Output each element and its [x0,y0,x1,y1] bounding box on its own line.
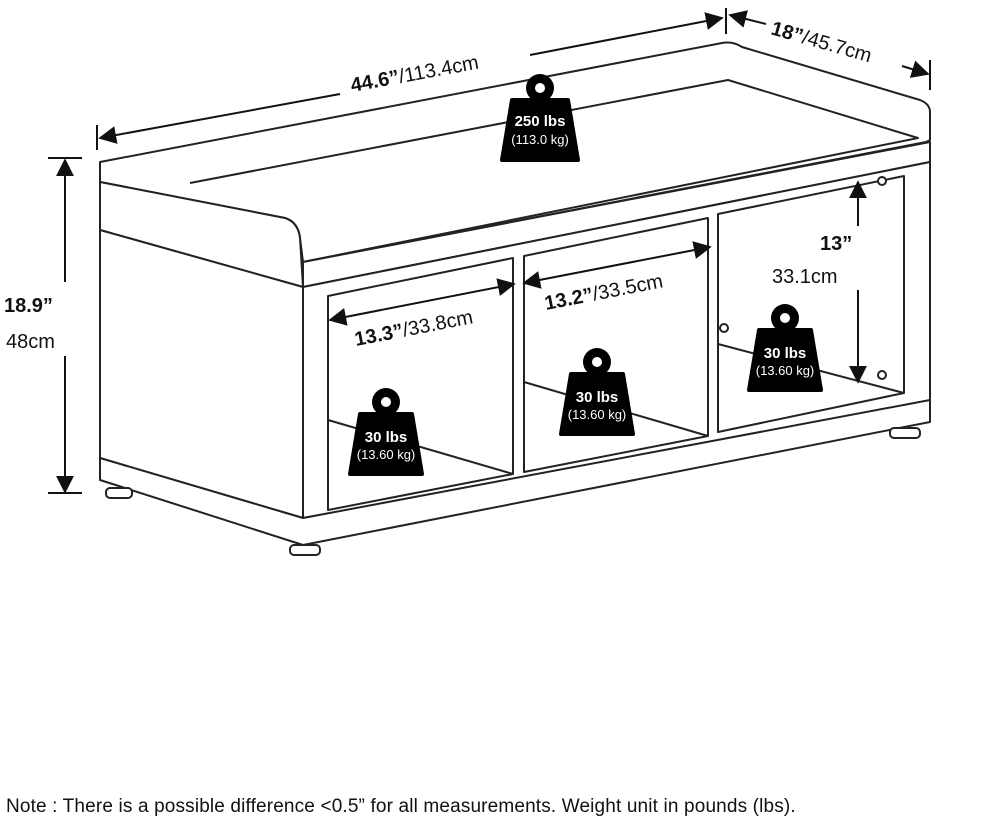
screw-icon [719,323,729,333]
width-label: 44.6”/113.4cm [349,52,481,97]
bench-seat-recess [189,79,919,263]
cube-height-label-cm: 33.1cm [772,266,838,288]
depth-arrow-right [901,60,930,78]
bench-foot-left [105,487,133,499]
bench-foot-front [289,544,321,556]
cube-middle-width-arrow [522,241,712,289]
measurement-note: Note : There is a possible difference <0… [6,796,796,817]
screw-icon [877,370,887,380]
width-arrow-right [529,12,724,56]
depth-arrow-left [728,10,767,28]
dimension-arrows [48,8,931,494]
weight-middle-lbs: 30 lbs [576,389,619,406]
weight-icon: 30 lbs (13.60 kg) [747,304,823,392]
weight-icon: 30 lbs (13.60 kg) [559,348,635,436]
width-arrow-left [98,93,341,144]
bench-foot-right [889,427,921,439]
weight-right-lbs: 30 lbs [764,345,807,362]
weight-top-lbs: 250 lbs [515,113,566,130]
screw-icon [877,176,887,186]
cube-left-width-arrow [328,278,516,326]
height-label-in: 18.9” [4,295,53,317]
weight-top-kg: (113.0 kg) [511,132,569,147]
weight-right-kg: (13.60 kg) [756,363,815,378]
weight-icon: 250 lbs (113.0 kg) [500,74,580,162]
weight-middle-kg: (13.60 kg) [568,407,627,422]
weight-left-lbs: 30 lbs [365,429,408,446]
cube-height-label-in: 13” [820,233,852,255]
cube-opening-right [717,175,905,433]
bench-left-top-rail [99,181,304,288]
weight-icon: 30 lbs (13.60 kg) [348,388,424,476]
height-label-cm: 48cm [6,331,55,353]
bench-bottom-plinth [99,399,931,546]
weight-left-kg: (13.60 kg) [357,447,416,462]
